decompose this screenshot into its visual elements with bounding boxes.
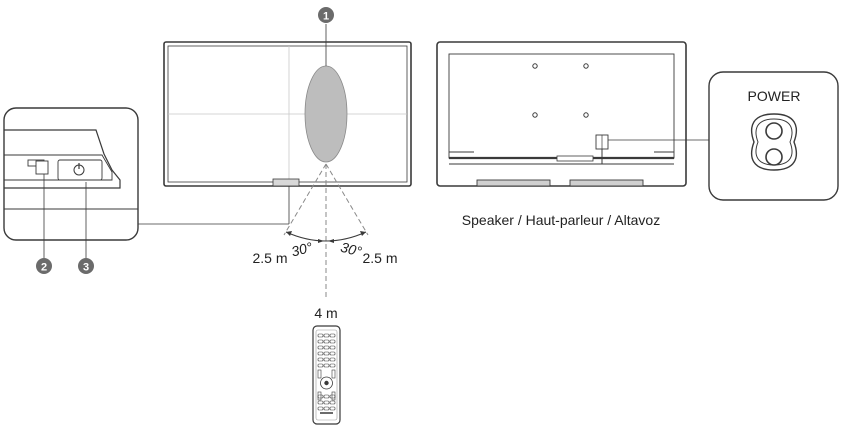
callout-1-number: 1 (323, 11, 329, 23)
callout-2-badge: 2 (36, 258, 52, 274)
mount-hole-top-left (532, 63, 538, 69)
mount-hole-bottom-right (583, 112, 589, 118)
tv-front-view (138, 24, 412, 225)
remote-button (329, 406, 336, 411)
remote-button (329, 351, 336, 356)
callout-1-badge: 1 (318, 7, 334, 23)
arc-arrow-right (360, 231, 366, 236)
power-zoom-panel (708, 71, 839, 201)
remote-button (329, 400, 336, 405)
remote-button (323, 406, 330, 411)
remote-button (317, 357, 324, 362)
remote-button (317, 339, 324, 344)
remote-button (323, 339, 330, 344)
arc-arrow-left (286, 231, 292, 236)
tv-rear-terminal-strip (556, 155, 594, 162)
remote-rocker-button (331, 391, 336, 401)
control-zoom-panel (3, 107, 139, 258)
speaker-right (569, 179, 644, 187)
remote-button (323, 400, 330, 405)
range-arc (285, 231, 367, 242)
control-zoom-bezel (4, 129, 121, 189)
callout-3-number: 3 (83, 262, 89, 274)
remote-button (323, 363, 330, 368)
angle-left-label: 30° (290, 239, 315, 260)
tv-rear-frame (436, 41, 687, 187)
remote-button (317, 345, 324, 350)
remote-body (312, 325, 341, 425)
tv-rear-view (436, 41, 709, 187)
distance-center-label: 4 m (314, 305, 337, 321)
remote-range-lines (283, 163, 369, 300)
angle-right-label: 30° (339, 239, 364, 260)
remote-button (329, 339, 336, 344)
callout-2-number: 2 (41, 262, 47, 274)
remote-button (317, 363, 324, 368)
arc-arrow-mid-right (328, 239, 334, 243)
remote-button-grid (317, 333, 336, 411)
remote-button (329, 333, 336, 338)
range-line-right (325, 163, 369, 236)
remote-button (317, 333, 324, 338)
control-button-housing (57, 159, 103, 181)
remote-button (317, 406, 324, 411)
tv-rear-panel (448, 53, 675, 159)
remote-control (312, 325, 341, 425)
remote-rocker-button (331, 369, 336, 379)
remote-logo-mark (320, 412, 333, 414)
remote-button (323, 333, 330, 338)
ir-sensor-lens (35, 160, 49, 175)
speaker-label: Speaker / Haut-parleur / Altavoz (462, 212, 660, 228)
remote-button (323, 345, 330, 350)
remote-button (317, 351, 324, 356)
distance-right-label: 2.5 m (362, 250, 397, 266)
remote-button (323, 394, 330, 399)
remote-dpad (320, 376, 333, 390)
remote-button (329, 357, 336, 362)
mount-hole-top-right (583, 63, 589, 69)
remote-button (329, 345, 336, 350)
remote-inner (315, 329, 338, 421)
arc-arrow-mid-left (318, 239, 324, 243)
callout-3-badge: 3 (78, 258, 94, 274)
remote-button (323, 351, 330, 356)
speaker-left (476, 179, 551, 187)
remote-rocker-button (317, 391, 322, 401)
mount-hole-bottom-left (532, 112, 538, 118)
distance-left-label: 2.5 m (252, 250, 287, 266)
power-socket-pin-top (765, 122, 783, 140)
range-line-left (283, 163, 327, 236)
power-socket-pin-bottom (765, 148, 783, 166)
remote-button (329, 363, 336, 368)
remote-button (317, 400, 324, 405)
remote-sensor-area (304, 65, 348, 163)
power-socket-outline (750, 113, 798, 171)
remote-button (323, 357, 330, 362)
remote-dpad-center (324, 380, 329, 386)
power-label: POWER (748, 88, 801, 104)
tv-control-stick (272, 178, 300, 187)
remote-rocker-button (317, 369, 322, 379)
